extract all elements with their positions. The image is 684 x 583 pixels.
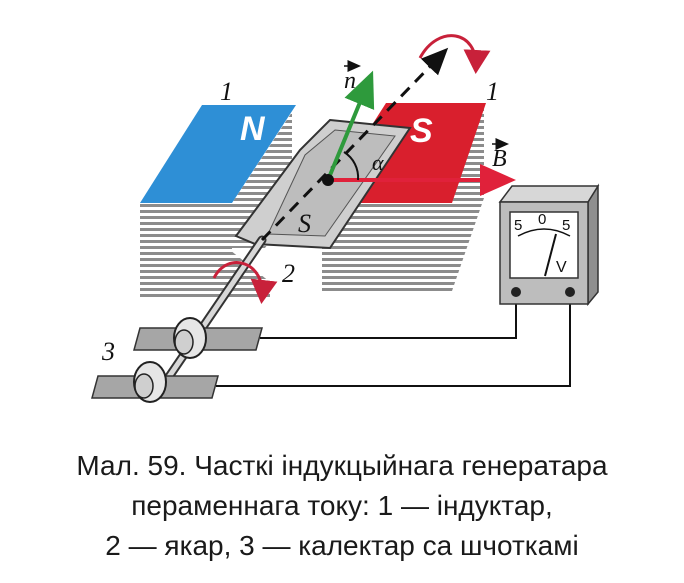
collector-label: 3 — [101, 337, 115, 366]
collector — [91, 317, 263, 403]
north-pole-face — [140, 105, 296, 203]
voltmeter-dial — [509, 211, 579, 279]
armature-label: 2 — [282, 259, 295, 288]
generator-diagram: N S S n B α 1 1 2 3 — [91, 34, 600, 403]
south-pole-label: S — [410, 112, 433, 150]
voltmeter-terminal-right — [565, 287, 575, 297]
inductor-label-left: 1 — [220, 77, 233, 106]
center-dot — [322, 174, 334, 186]
rotation-arrow-top — [418, 34, 491, 74]
voltmeter-scale-center: 0 — [538, 211, 546, 228]
voltmeter-unit: V — [556, 259, 567, 276]
right-laminated-side — [452, 103, 484, 291]
field-label: B — [492, 146, 507, 172]
voltmeter-scale-left: 5 — [514, 217, 522, 234]
collector-ring-upper-inner — [174, 329, 194, 355]
wire-upper — [260, 294, 517, 339]
rotation-arrow-shaft — [212, 261, 278, 304]
caption-line-3: 2 — якар, 3 — калектар са шчоткамі — [105, 530, 579, 561]
caption-line-2: пераменнага току: 1 — індуктар, — [131, 490, 553, 521]
caption-line-1: Мал. 59. Часткі індукцыйнага генератара — [76, 450, 608, 481]
left-laminated-block — [140, 203, 232, 300]
wire-lower — [216, 294, 571, 387]
area-label: S — [298, 209, 311, 238]
voltmeter-scale-right: 5 — [562, 217, 570, 234]
voltmeter: 5 0 5 V — [498, 183, 600, 307]
rotation-axis — [260, 47, 449, 242]
north-pole-label: N — [240, 110, 266, 148]
normal-vector — [326, 70, 375, 181]
figure-caption: Мал. 59. Часткі індукцыйнага генератара … — [0, 446, 684, 566]
normal-label: n — [344, 68, 356, 94]
voltmeter-scale — [517, 228, 571, 237]
voltmeter-top — [498, 185, 600, 203]
voltmeter-side — [587, 183, 599, 307]
collector-ring-lower-inner — [134, 373, 154, 399]
inductor-label-right: 1 — [486, 77, 499, 106]
voltmeter-needle — [544, 233, 557, 277]
angle-arc — [343, 151, 360, 181]
voltmeter-terminal-left — [511, 287, 521, 297]
angle-label: α — [372, 150, 384, 175]
